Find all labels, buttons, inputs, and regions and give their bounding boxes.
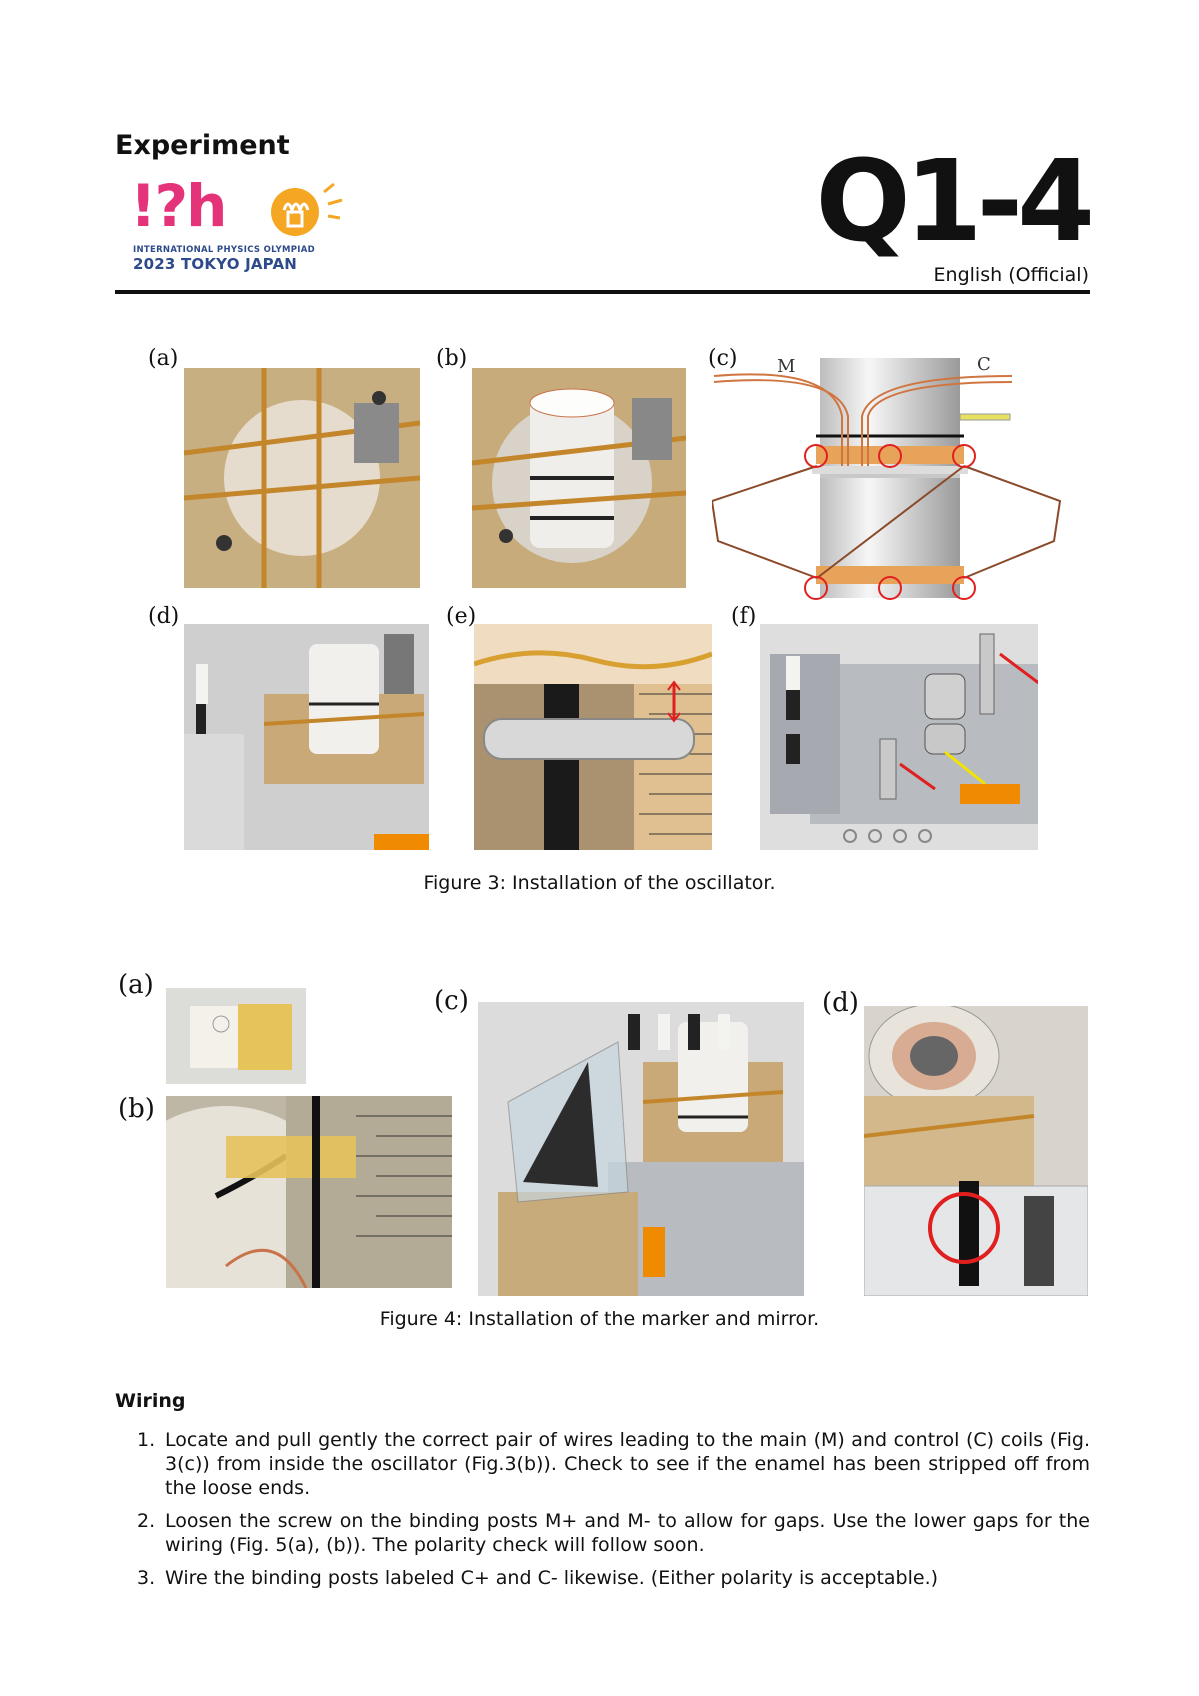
fig3-label-f: (f) bbox=[731, 604, 757, 629]
fig3-label-c: (c) bbox=[708, 346, 738, 371]
list-item: 3. Wire the binding posts labeled C+ and… bbox=[115, 1566, 1090, 1590]
fig4-photo-a bbox=[166, 988, 306, 1084]
fig4-label-c: (c) bbox=[434, 986, 469, 1016]
list-item-text: Wire the binding posts labeled C+ and C-… bbox=[165, 1567, 939, 1589]
iPhO-logo: !?h bbox=[130, 172, 227, 240]
language-label: English (Official) bbox=[933, 264, 1089, 286]
fig3-label-b: (b) bbox=[436, 346, 468, 371]
list-item-number: 3. bbox=[137, 1567, 156, 1589]
figure3-caption: Figure 3: Installation of the oscillator… bbox=[423, 872, 776, 894]
logo-year-location: 2023 TOKYO JAPAN bbox=[133, 255, 298, 273]
fig4-label-a: (a) bbox=[118, 970, 154, 1000]
fig3-diagram-c bbox=[712, 356, 1062, 602]
fig3-label-a: (a) bbox=[148, 346, 179, 371]
fig4-label-d: (d) bbox=[822, 988, 859, 1018]
fig4-photo-d bbox=[864, 1006, 1088, 1296]
fig3-photo-d bbox=[184, 624, 429, 850]
fig3-label-d: (d) bbox=[148, 604, 180, 629]
fig3-photo-e bbox=[474, 624, 712, 850]
wiring-steps-list: 1. Locate and pull gently the correct pa… bbox=[115, 1428, 1090, 1599]
fig3-c-m-label: M bbox=[777, 356, 796, 377]
fig3-photo-b bbox=[472, 368, 686, 588]
fig3-photo-a bbox=[184, 368, 420, 588]
list-item-text: Locate and pull gently the correct pair … bbox=[165, 1429, 1090, 1499]
fig3-label-e: (e) bbox=[446, 604, 477, 629]
list-item-number: 2. bbox=[137, 1510, 156, 1532]
wiring-section-title: Wiring bbox=[115, 1390, 186, 1412]
fig3-photo-f bbox=[760, 624, 1038, 850]
logo-bulb-icon bbox=[271, 182, 343, 236]
list-item: 2. Loosen the screw on the binding posts… bbox=[115, 1509, 1090, 1557]
header-divider bbox=[115, 290, 1090, 294]
list-item-number: 1. bbox=[137, 1429, 156, 1451]
fig4-label-b: (b) bbox=[118, 1094, 155, 1124]
list-item-text: Loosen the screw on the binding posts M+… bbox=[165, 1510, 1090, 1556]
fig4-photo-c bbox=[478, 1002, 804, 1296]
figure4-caption: Figure 4: Installation of the marker and… bbox=[379, 1308, 820, 1330]
logo-subtitle: INTERNATIONAL PHYSICS OLYMPIAD bbox=[133, 245, 315, 255]
fig4-photo-b bbox=[166, 1096, 452, 1288]
list-item: 1. Locate and pull gently the correct pa… bbox=[115, 1428, 1090, 1500]
section-label: Experiment bbox=[115, 130, 290, 161]
question-number: Q1-4 bbox=[815, 137, 1095, 267]
fig3-c-c-label: C bbox=[977, 354, 991, 375]
